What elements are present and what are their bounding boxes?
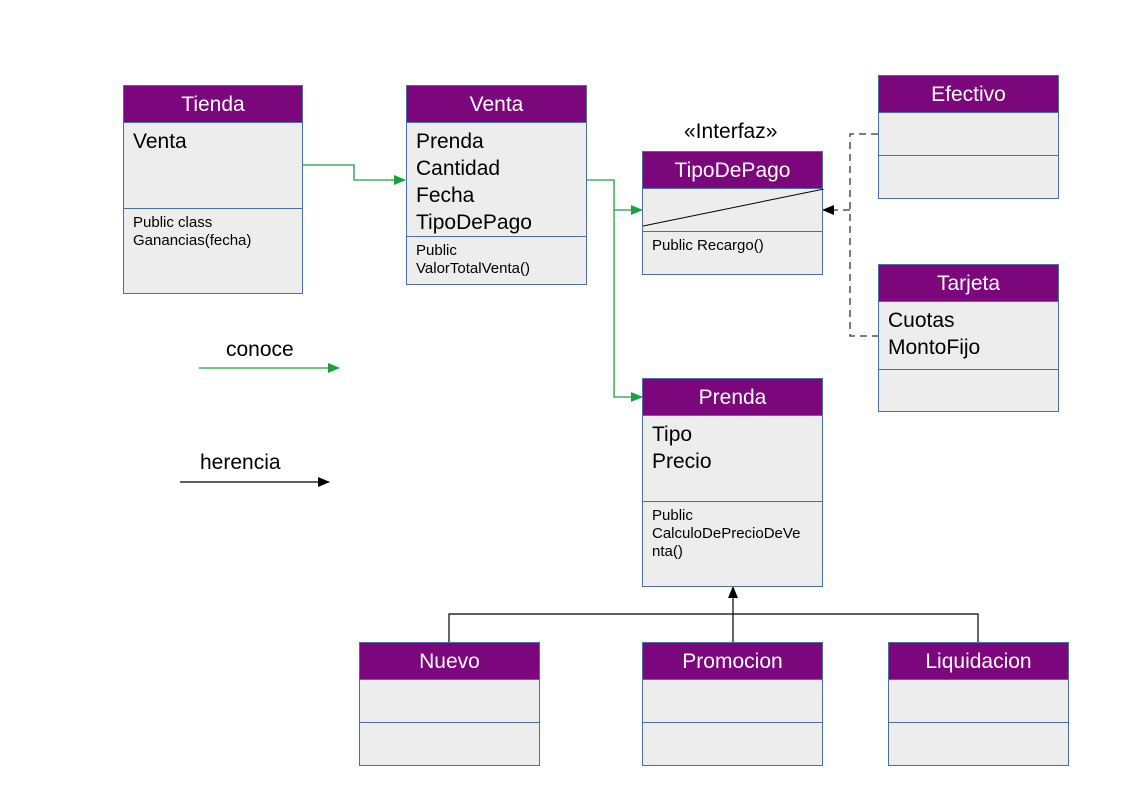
- class-name: Promocion: [643, 643, 822, 680]
- operation: Ganancias(fecha): [133, 232, 252, 249]
- edge-nuevo-liquidacion-bus: [448, 613, 979, 642]
- operations-empty: [879, 156, 1058, 161]
- attribute: Venta: [133, 130, 187, 153]
- operations-empty: [889, 723, 1068, 728]
- class-name: Tienda: [124, 86, 302, 123]
- operation: nta(): [652, 543, 683, 560]
- attribute: Prenda: [416, 130, 484, 153]
- strike-line: [643, 189, 824, 227]
- operations-empty: [879, 370, 1058, 375]
- operations: Public ValorTotalVenta(): [407, 237, 586, 278]
- class-name: Efectivo: [879, 76, 1058, 113]
- attributes-empty: [360, 680, 539, 723]
- attribute: Precio: [652, 450, 712, 473]
- operation: Public: [652, 507, 693, 524]
- attribute: MontoFijo: [888, 336, 981, 359]
- edge-efectivo-tipodepago: [849, 133, 878, 337]
- attributes-empty: [889, 680, 1068, 723]
- operation: CalculoDePrecioDeVe: [652, 525, 801, 542]
- attribute: TipoDePago: [416, 211, 532, 234]
- class-tipodepago[interactable]: TipoDePago Public Recargo(): [642, 151, 824, 275]
- attributes-empty: [643, 189, 824, 232]
- attribute: Cuotas: [888, 309, 955, 332]
- operations: Public class Ganancias(fecha): [124, 209, 302, 250]
- operation: Public Recargo(): [652, 237, 764, 254]
- class-name: Prenda: [643, 379, 822, 416]
- class-tienda[interactable]: Tienda Venta Public class Ganancias(fech…: [123, 85, 303, 294]
- legend-inheritance-label: herencia: [200, 451, 281, 474]
- operations: Public Recargo(): [643, 232, 822, 255]
- class-name: Tarjeta: [879, 265, 1058, 302]
- class-name: Venta: [407, 86, 586, 123]
- attribute: Fecha: [416, 184, 475, 207]
- attributes-empty: [879, 113, 1058, 156]
- class-name: Nuevo: [360, 643, 539, 680]
- attributes: Cuotas MontoFijo: [879, 302, 1058, 370]
- operation: Public class: [133, 214, 213, 231]
- operation: Public: [416, 242, 457, 259]
- attribute: Cantidad: [416, 157, 501, 180]
- operation: ValorTotalVenta(): [416, 260, 530, 277]
- operations: Public CalculoDePrecioDeVe nta(): [643, 502, 822, 561]
- edge-tienda-venta: [303, 164, 406, 185]
- class-nuevo[interactable]: Nuevo: [359, 642, 540, 766]
- operations-empty: [643, 723, 822, 728]
- class-prenda[interactable]: Prenda Tipo Precio Public CalculoDePreci…: [642, 378, 823, 587]
- class-name: TipoDePago: [643, 152, 822, 189]
- class-promocion[interactable]: Promocion: [642, 642, 823, 766]
- interface-stereotype: «Interfaz»: [684, 120, 778, 143]
- class-efectivo[interactable]: Efectivo: [878, 75, 1059, 199]
- attributes-empty: [643, 680, 822, 723]
- class-venta[interactable]: Venta Prenda Cantidad Fecha TipoDePago P…: [406, 85, 587, 285]
- edge-venta-prenda: [613, 210, 643, 402]
- attributes: Prenda Cantidad Fecha TipoDePago: [407, 123, 586, 237]
- edge-venta-tipodepago: [587, 179, 643, 215]
- attributes: Venta: [124, 123, 302, 209]
- class-tarjeta[interactable]: Tarjeta Cuotas MontoFijo: [878, 264, 1059, 412]
- operations-empty: [360, 723, 539, 728]
- legend-association-label: conoce: [226, 338, 294, 361]
- class-name: Liquidacion: [889, 643, 1068, 680]
- attribute: Tipo: [652, 423, 693, 446]
- class-liquidacion[interactable]: Liquidacion: [888, 642, 1069, 766]
- attributes: Tipo Precio: [643, 416, 822, 502]
